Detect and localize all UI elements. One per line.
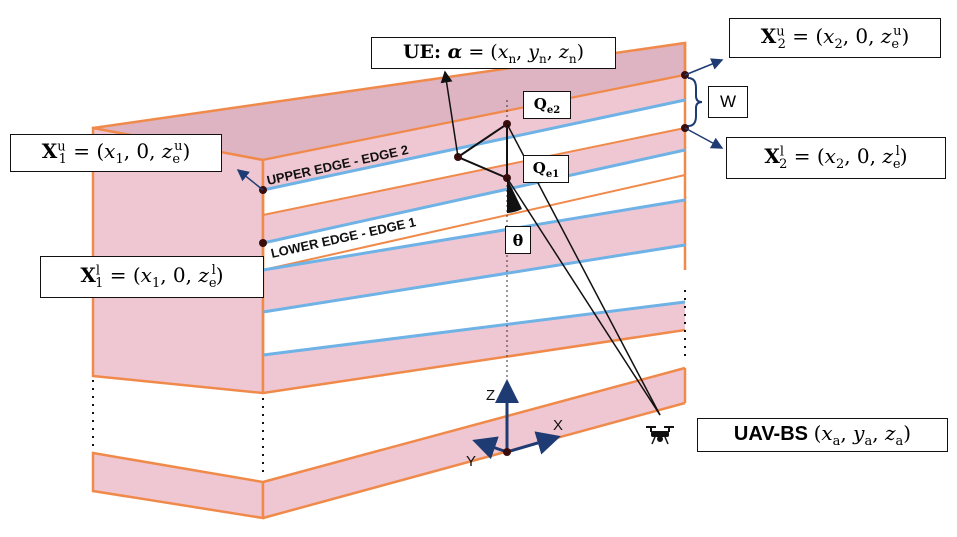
w-brace <box>687 77 703 127</box>
window-line-4 <box>262 300 686 357</box>
window-line-2b <box>262 198 686 272</box>
theta-label: θ <box>505 226 531 254</box>
floor-band-5 <box>263 368 685 518</box>
floor-band-4 <box>263 302 685 393</box>
w-label: W <box>708 86 748 118</box>
ue-label: UE: α = (xn, yn, zn) <box>371 37 616 69</box>
axes <box>472 379 561 460</box>
upper-edge-line <box>262 98 686 192</box>
window-line-3 <box>262 243 686 314</box>
floor-band-2 <box>263 128 685 243</box>
x1l-point <box>259 239 267 247</box>
x1l-label: Xl1 = (x1, 0, zel) <box>40 256 264 298</box>
axis-z-label: Z <box>486 387 495 404</box>
lower-edge-line <box>262 148 686 245</box>
theta-arc <box>507 178 522 213</box>
floor-band-3 <box>263 200 685 312</box>
qe2-label: Qe2 <box>523 91 571 119</box>
drone-icon <box>646 426 674 445</box>
axis-x-label: X <box>553 417 563 434</box>
axis-y-label: Y <box>466 453 476 470</box>
building-left-face-lower <box>91 451 265 520</box>
ue-triangle <box>455 122 508 180</box>
uav-label: UAV-BS (xa, ya, za) <box>697 418 948 452</box>
floor-band-1 <box>263 75 685 190</box>
x2u-label: Xu2 = (x2, 0, zeu) <box>729 18 941 58</box>
x2l-label: Xl2 = (x2, 0, zel) <box>726 137 946 179</box>
qe1-label: Qe1 <box>523 155 569 183</box>
x1u-label: Xu1 = (x1, 0, zeu) <box>10 134 222 172</box>
